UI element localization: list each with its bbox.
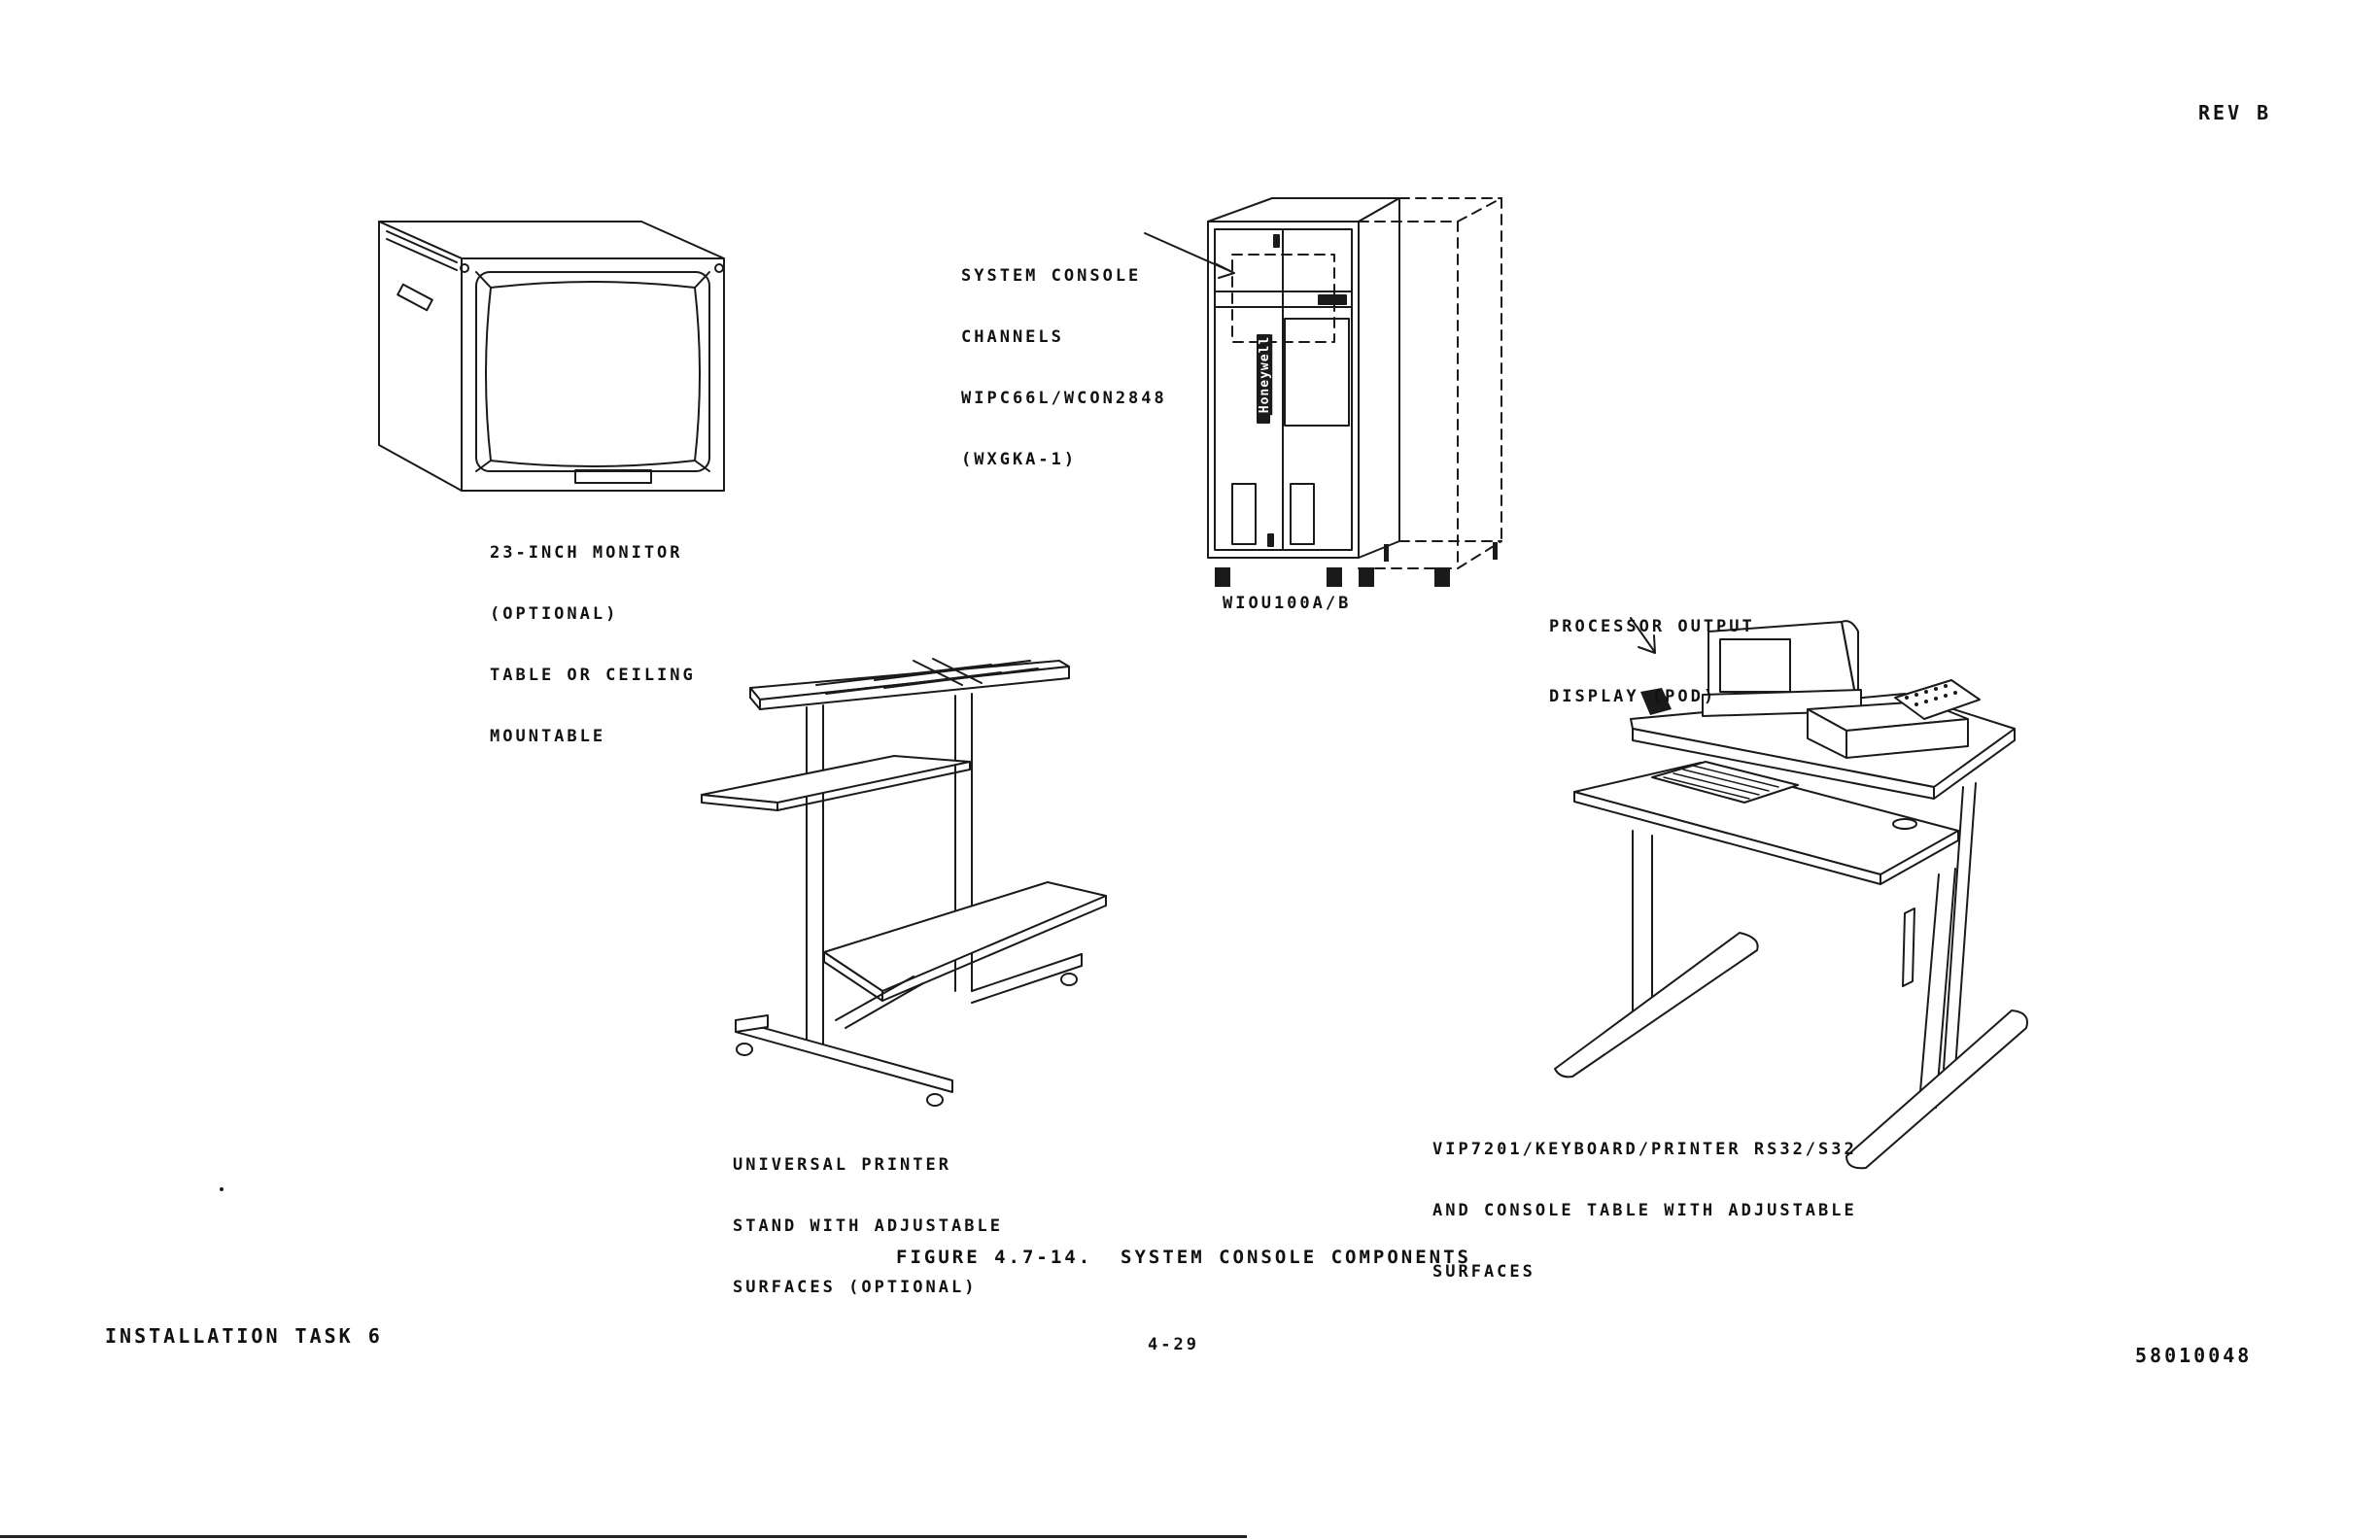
callout-line: WIPC66L/WCON2848 [961, 389, 1167, 408]
printer-stand-illustration [702, 659, 1106, 1106]
monitor-illustration [379, 222, 724, 491]
callout-line: CHANNELS [961, 327, 1064, 347]
caption-line: SURFACES (OPTIONAL) [733, 1278, 978, 1297]
cabinet-illustration [1145, 198, 1501, 587]
caption-line: 23-INCH MONITOR [490, 543, 683, 563]
callout-line: SYSTEM CONSOLE [961, 266, 1142, 286]
figure-caption: FIGURE 4.7-14. SYSTEM CONSOLE COMPONENTS [896, 1247, 1471, 1268]
caption-line: VIP7201/KEYBOARD/PRINTER RS32/S32 [1432, 1140, 1857, 1159]
caption-line: AND CONSOLE TABLE WITH ADJUSTABLE [1432, 1201, 1857, 1220]
page-number: 4-29 [1148, 1335, 1199, 1354]
caption-line: MOUNTABLE [490, 727, 606, 746]
revision-label: REV B [2198, 101, 2272, 124]
console-table-illustration [1555, 618, 2027, 1168]
caption-line: SURFACES [1432, 1262, 1535, 1282]
caption-line: UNIVERSAL PRINTER [733, 1155, 951, 1175]
console-table-caption: VIP7201/KEYBOARD/PRINTER RS32/S32 AND CO… [1432, 1099, 1857, 1323]
cabinet-brand-logo: Honeywell [1258, 333, 1273, 416]
pod-label-line: DISPLAY (POD) [1549, 687, 1717, 706]
cabinet-callout: SYSTEM CONSOLE CHANNELS WIPC66L/WCON2848… [961, 225, 1167, 511]
footer-section-label: INSTALLATION TASK 6 [105, 1324, 383, 1348]
pod-label: PROCESSOR OUTPUT DISPLAY (POD) [1549, 568, 1755, 755]
caption-line: (OPTIONAL) [490, 604, 619, 624]
pod-label-line: PROCESSOR OUTPUT [1549, 617, 1755, 636]
caption-line: TABLE OR CEILING [490, 666, 696, 685]
cabinet-model-label: WIOU100A/B [1223, 594, 1352, 613]
callout-line: (WXGKA-1) [961, 450, 1078, 469]
document-number: 58010048 [2135, 1344, 2253, 1367]
scan-edge-divider [0, 1535, 1247, 1538]
caption-line: STAND WITH ADJUSTABLE [733, 1216, 1003, 1236]
printer-stand-caption: UNIVERSAL PRINTER STAND WITH ADJUSTABLE … [733, 1114, 1003, 1339]
monitor-caption: 23-INCH MONITOR (OPTIONAL) TABLE OR CEIL… [490, 502, 696, 788]
